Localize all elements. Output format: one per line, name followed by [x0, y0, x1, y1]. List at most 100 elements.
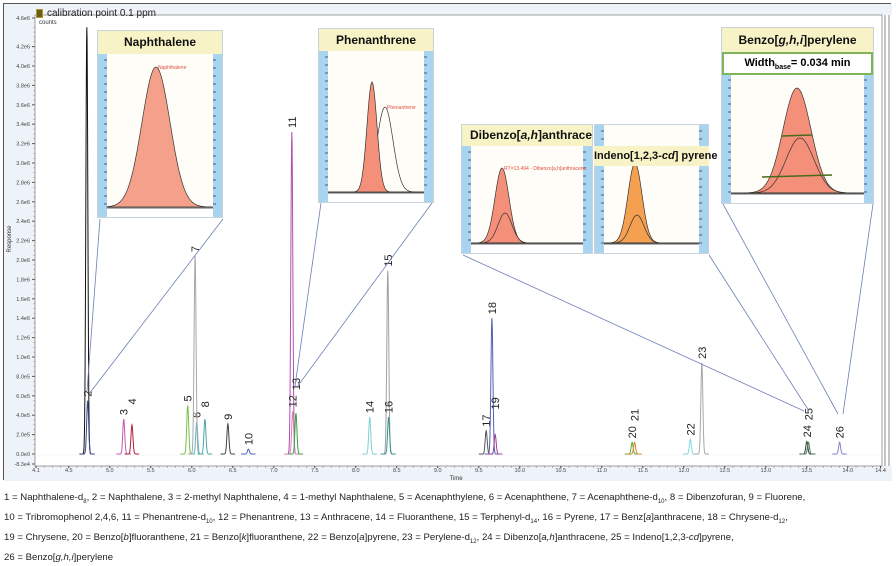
legend-line: 19 = Chrysene, 20 = Benzo[b]fluoranthene…: [4, 530, 894, 550]
inset-peak: [604, 162, 699, 244]
inset-x-axis: [471, 244, 583, 253]
legend-text: g,h,i: [55, 551, 74, 563]
peak-26: [832, 441, 847, 455]
peak-label: 2: [83, 391, 95, 397]
y-tick-label: 4.0e6: [16, 64, 30, 70]
legend-line: 1 = Naphthalene-d8, 2 = Naphthalene, 3 =…: [4, 490, 894, 510]
inset-title: Dibenzo[a,h]anthracene: [462, 125, 592, 146]
title-part: Indeno[1,2,3-: [594, 150, 662, 162]
x-tick-label: 9.5: [475, 468, 483, 474]
peak-label: 17: [481, 414, 493, 426]
inset-indeno-title: Indeno[1,2,3-cd] pyrene: [594, 146, 717, 166]
legend-text: ]anthracene, 18 = Chrysene-d: [651, 511, 779, 523]
inset-peak: [604, 214, 699, 244]
legend-text: ]pyrene, 23 = Perylene-d: [364, 531, 470, 543]
legend-text: a,h: [541, 531, 555, 543]
title-part: g,h,i: [778, 33, 804, 47]
inset-dibenzo-ah-anthracene: Dibenzo[a,h]anthracene RT=13.494 - Diben…: [461, 124, 593, 254]
inset-peak-plot: Phenantrene: [319, 51, 433, 202]
peak-label: 26: [835, 426, 847, 438]
legend-text: a: [359, 531, 365, 543]
inset-y-axis: [98, 54, 107, 217]
width-value: = 0.034 min: [790, 57, 851, 69]
peak-18: [484, 318, 500, 455]
y-units-label: counts: [39, 20, 57, 26]
legend-text: ]pyrene,: [699, 531, 734, 543]
inset-benzo-ghi-perylene: Benzo[g,h,i]perylene Widthbase= 0.034 mi…: [721, 27, 874, 204]
y-tick-label: 4.2e6: [16, 45, 30, 51]
y-tick-label: 2.8e6: [16, 180, 30, 186]
y-tick-label: -8.3e4: [14, 462, 30, 468]
peak-label: 18: [487, 302, 499, 314]
peak-label: 7: [190, 246, 202, 252]
peak-16: [381, 417, 396, 455]
inset-y2-axis: [424, 51, 433, 202]
peak-14: [362, 417, 377, 455]
inset-peak-plot: RT=13.494 - Dibenzo[a,h]anthracene: [462, 146, 592, 253]
peak-legend: 1 = Naphthalene-d8, 2 = Naphthalene, 3 =…: [4, 490, 894, 566]
inset-indeno-pyrene: [594, 124, 709, 254]
title-part: Benzo[: [738, 33, 779, 47]
inset-peak: [106, 66, 213, 208]
inset-peak: [471, 167, 583, 244]
inset-peak-label: Naphthalene: [158, 65, 187, 71]
y-tick-label: 3.8e6: [16, 83, 30, 89]
inset-y-axis: [462, 146, 471, 253]
peak-2: [80, 400, 95, 455]
title-panel: [4, 4, 892, 15]
x-tick-label: 12.5: [719, 468, 730, 474]
inset-phenanthrene: Phenanthrene Phenantrene: [318, 28, 434, 203]
x-tick-label: 14.4: [875, 468, 886, 474]
inset-peak-label: RT=13.494 - Dibenzo[a,h]anthracene: [504, 166, 587, 172]
legend-text: 10 = Tribromophenol 2,4,6, 11 = Phenantr…: [4, 511, 206, 523]
peak-label: 12: [288, 395, 300, 407]
inset-title: Naphthalene: [98, 31, 222, 54]
x-tick-label: 12.0: [678, 468, 689, 474]
x-tick-label: 9.0: [434, 468, 442, 474]
x-tick-label: 14.0: [842, 468, 853, 474]
y-tick-label: 2.0e5: [16, 433, 30, 439]
x-tick-label: 4.5: [65, 468, 73, 474]
inset-title: Phenanthrene: [319, 29, 433, 51]
y-tick-label: 2.0e6: [16, 258, 30, 264]
x-tick-label: 13.0: [760, 468, 771, 474]
title-part: ]perylene: [803, 33, 857, 47]
window-titlebar: calibration point 0.1 ppm: [36, 8, 156, 19]
legend-text: 26 = Benzo[: [4, 551, 56, 563]
legend-text: , 8 = Dibenzofuran, 9 = Fluorene,: [664, 492, 806, 503]
x-tick-label: 7.0: [270, 468, 278, 474]
legend-text: 14: [530, 518, 538, 525]
instrument-icon: [36, 9, 43, 18]
peak-label: 21: [630, 409, 642, 421]
y-tick-label: 2.2e6: [16, 239, 30, 245]
legend-text: , 24 = Dibenzo[: [476, 531, 542, 543]
x-tick-label: 10.5: [555, 468, 566, 474]
peak-21: [627, 441, 642, 455]
x-tick-label: 5.0: [106, 468, 114, 474]
legend-text: 10: [657, 498, 665, 505]
legend-text: a: [645, 511, 652, 523]
y-tick-label: 4.0e5: [16, 413, 30, 419]
peak-label: 9: [223, 414, 235, 420]
peak-20: [624, 441, 640, 455]
x-tick-label: 11.0: [597, 468, 607, 474]
inset-peak-plot: [595, 125, 708, 253]
peak-label: 4: [127, 398, 139, 404]
peak-label: 25: [803, 408, 815, 420]
x-tick-label: 6.5: [229, 468, 237, 474]
x-tick-label: 8.5: [393, 468, 401, 474]
x-tick-label: 8.0: [352, 468, 360, 474]
legend-text: ]fluoranthene, 22 = Benzo[: [246, 531, 360, 543]
inset-peak: [328, 81, 424, 193]
peak-label: 13: [291, 378, 303, 390]
peak-label: 22: [685, 423, 697, 435]
peak-9: [220, 422, 236, 455]
inset-y2-axis: [864, 74, 873, 203]
inset-peak: [731, 87, 864, 194]
y-tick-label: 2.6e6: [16, 200, 30, 206]
inset-x-axis: [107, 208, 213, 217]
legend-text: ]perylene: [73, 551, 114, 563]
legend-text: k: [241, 531, 247, 543]
peak-label: 6: [192, 412, 204, 418]
inset-peak-label: Phenantrene: [387, 105, 416, 111]
